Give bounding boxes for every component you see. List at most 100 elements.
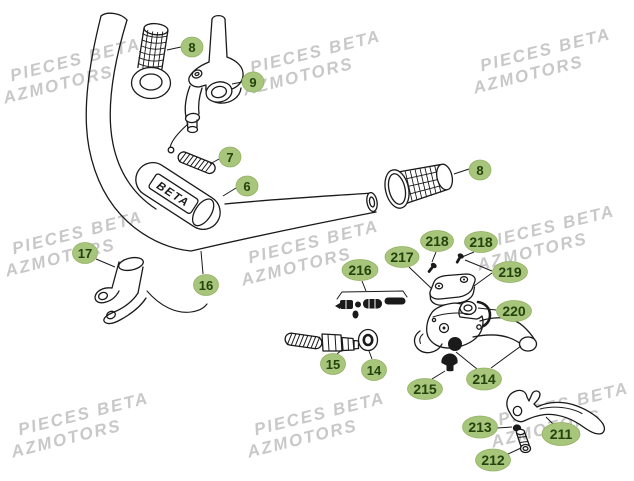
callout-leader-line — [464, 259, 493, 272]
callout-215[interactable]: 215 — [407, 370, 446, 400]
callout-bubble — [218, 146, 242, 168]
callout-number: 7 — [226, 150, 233, 165]
callout-number: 16 — [199, 278, 213, 293]
callout-213[interactable]: 213 — [462, 415, 513, 439]
clutch-lever-drawing — [472, 317, 538, 352]
callout-leader-line — [477, 307, 497, 311]
cover-screw-b-drawing — [455, 253, 464, 264]
callout-leader-line — [95, 258, 116, 268]
callout-bubble — [72, 242, 98, 264]
callout-leader-line — [455, 351, 478, 370]
callout-8[interactable]: 8 — [453, 159, 492, 181]
callout-bubble — [468, 159, 492, 181]
callout-bubble — [496, 300, 532, 322]
left-grip-drawing — [130, 22, 172, 100]
callout-number: 8 — [476, 163, 483, 178]
callout-number: 215 — [413, 381, 437, 397]
callout-number: 218 — [469, 234, 493, 250]
callout-leader-line — [507, 447, 522, 455]
callout-leader-line — [231, 81, 243, 85]
callout-number: 218 — [425, 233, 449, 249]
callout-number: 14 — [367, 363, 382, 378]
callout-bubble — [193, 274, 219, 296]
callout-number: 214 — [472, 371, 496, 387]
callout-9[interactable]: 9 — [231, 71, 265, 93]
callout-bubble — [241, 71, 265, 93]
callout-number: 9 — [249, 75, 256, 90]
callout-leader-line — [361, 280, 367, 292]
callout-bubble — [420, 230, 454, 252]
callout-16[interactable]: 16 — [193, 250, 219, 296]
callout-7[interactable]: 7 — [209, 146, 242, 168]
callout-number: 220 — [502, 303, 526, 319]
rubber-boot-drawing — [441, 353, 458, 372]
callout-214[interactable]: 214 — [455, 345, 522, 391]
clutch-cable-drawing — [284, 332, 360, 352]
callout-bubble — [235, 175, 259, 197]
callout-leader-line — [200, 250, 204, 275]
callout-216[interactable]: 216 — [341, 259, 379, 292]
callout-218[interactable]: 218 — [461, 231, 498, 258]
callout-leader-line — [222, 187, 237, 197]
callout-leader-line — [431, 251, 437, 263]
callout-bubble — [492, 261, 528, 283]
callout-leader-line — [166, 46, 182, 51]
callout-leader-line — [496, 426, 513, 429]
callout-leader-line — [408, 266, 433, 290]
callout-bubble — [384, 246, 420, 268]
cover-screw-a-drawing — [427, 262, 437, 273]
callout-number: 15 — [326, 357, 340, 372]
handlebar-pad-drawing: BETA — [135, 162, 221, 230]
callout-bubble — [475, 448, 511, 472]
callout-15[interactable]: 15 — [320, 348, 346, 375]
callout-number: 219 — [498, 264, 522, 280]
callout-leader-line — [461, 251, 475, 258]
callout-number: 6 — [243, 179, 250, 194]
callout-bubble — [541, 422, 581, 446]
callout-number: 216 — [348, 262, 372, 278]
cable-adjuster-kit-drawing — [335, 290, 408, 319]
throttle-cable-drawing — [167, 123, 216, 175]
callout-bubble — [407, 378, 443, 400]
callout-leader-line — [490, 345, 522, 369]
callout-217[interactable]: 217 — [384, 246, 433, 290]
callout-leader-line — [453, 168, 470, 175]
washer-drawing — [357, 328, 379, 352]
callout-14[interactable]: 14 — [361, 350, 387, 381]
callout-leader-line — [431, 370, 446, 380]
callout-bubble — [464, 231, 498, 253]
throttle-assembly-drawing — [184, 14, 244, 134]
callout-number: 211 — [550, 426, 573, 442]
callout-219[interactable]: 219 — [464, 259, 528, 287]
callout-number: 213 — [468, 419, 492, 435]
callout-number: 212 — [481, 452, 505, 468]
callout-bubble — [180, 36, 204, 58]
reservoir-cover-drawing — [429, 273, 476, 306]
handlebar-clamp-drawing — [94, 256, 208, 325]
callout-leader-line — [368, 350, 373, 360]
callout-leader-line — [473, 272, 493, 287]
callout-number: 8 — [188, 40, 195, 55]
callout-number: 217 — [390, 249, 414, 265]
callout-bubble — [361, 359, 387, 381]
callout-leader-line — [336, 348, 344, 355]
callout-218[interactable]: 218 — [420, 230, 454, 263]
callout-bubble — [462, 415, 498, 439]
callout-bubble — [320, 353, 346, 375]
callout-6[interactable]: 6 — [222, 175, 259, 197]
callout-leader-line — [209, 158, 220, 165]
callout-220[interactable]: 220 — [477, 300, 532, 322]
callout-bubble — [466, 367, 502, 391]
callout-212[interactable]: 212 — [475, 447, 522, 472]
right-grip-drawing — [384, 163, 454, 209]
master-cylinder-drawing — [413, 300, 492, 354]
callout-number: 17 — [78, 246, 92, 261]
brake-lever-drawing — [506, 389, 606, 435]
lever-stud-drawing — [515, 428, 532, 454]
callout-211[interactable]: 211 — [541, 416, 581, 446]
handlebar-drawing — [85, 12, 378, 252]
callout-8[interactable]: 8 — [166, 36, 204, 58]
callout-17[interactable]: 17 — [72, 242, 116, 268]
